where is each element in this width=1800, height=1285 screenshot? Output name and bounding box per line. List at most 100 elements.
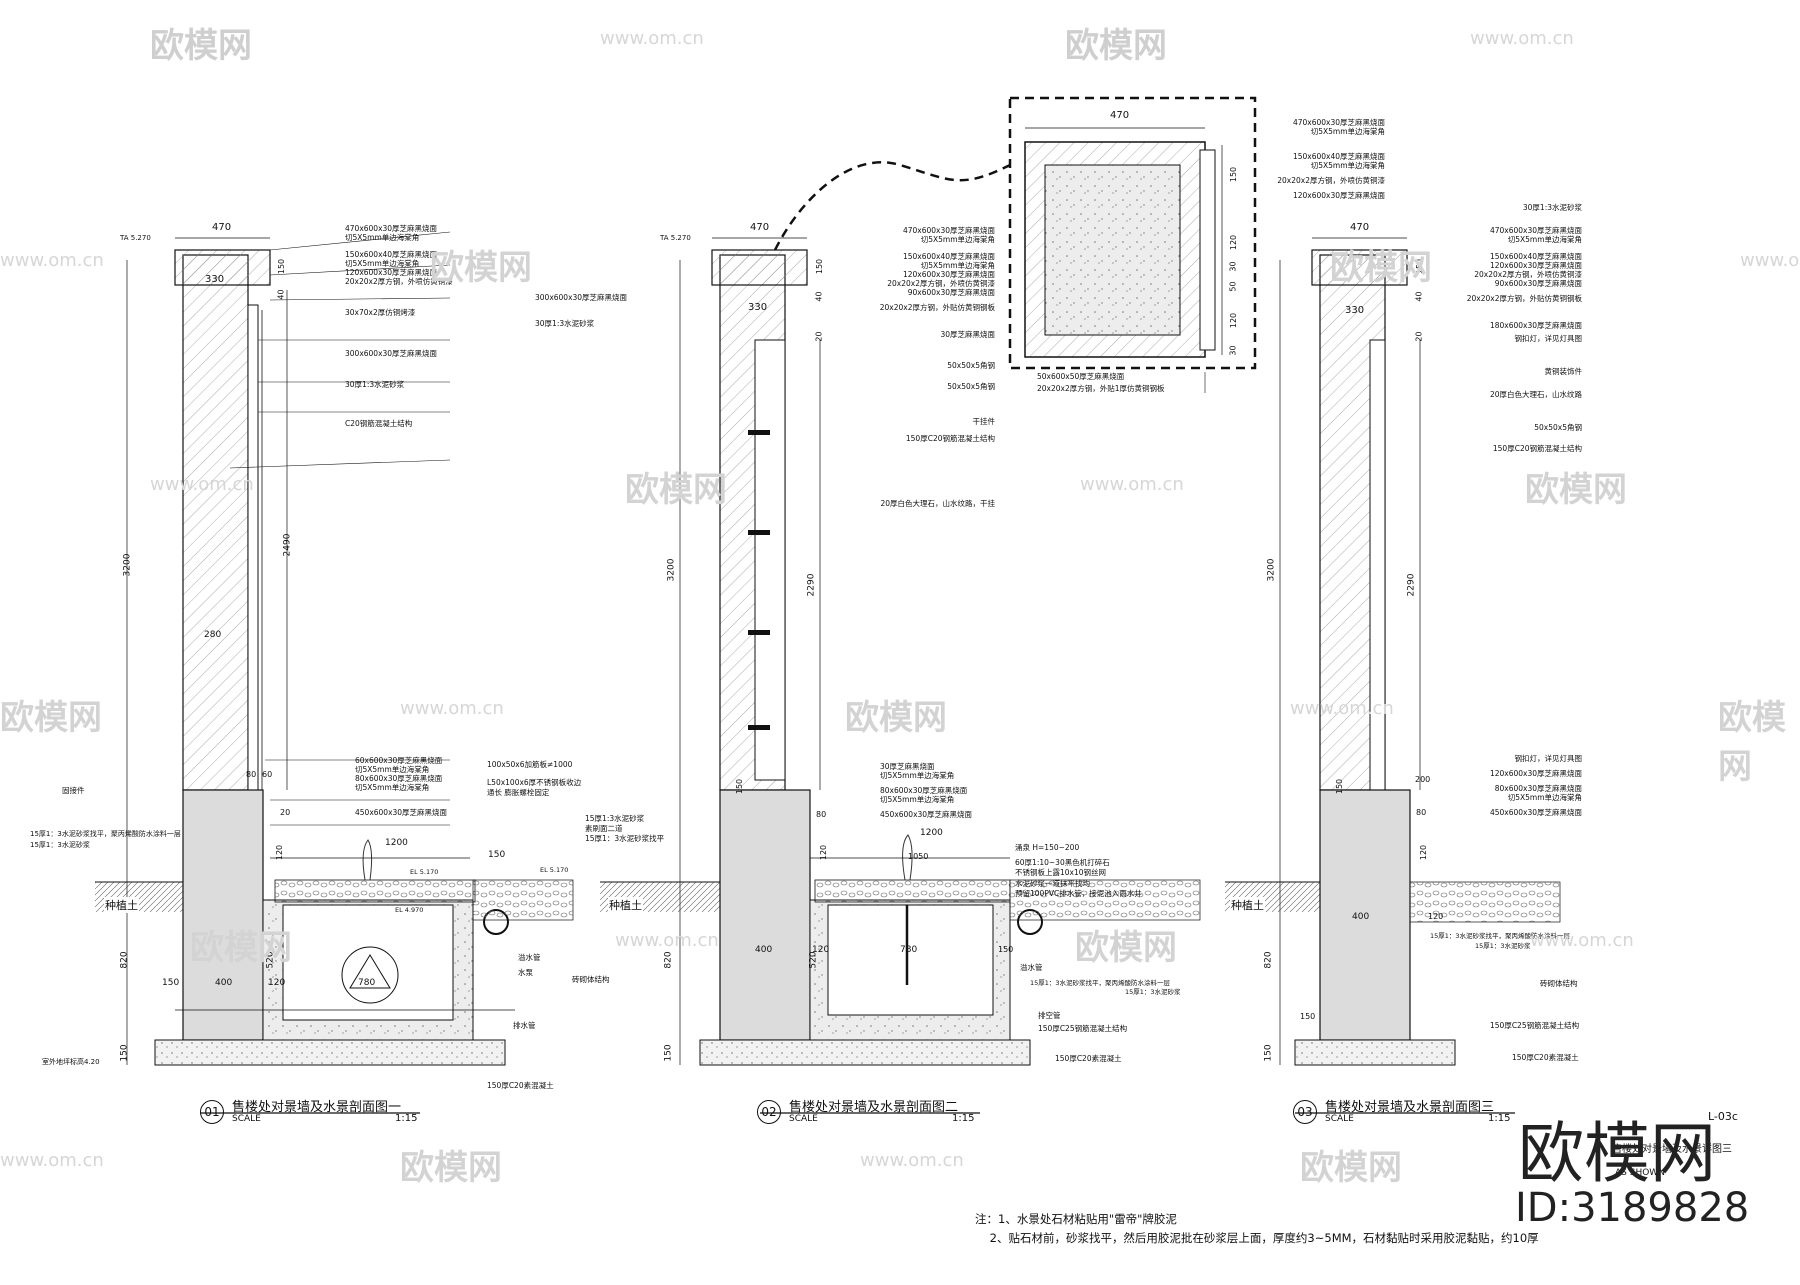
watermark-site: www.om.cn xyxy=(1470,28,1574,49)
watermark-brand-large: 欧模网 xyxy=(1518,1115,1716,1192)
callout: 80x600x30厚芝麻黑烧面 xyxy=(355,774,443,783)
dim-v120: 120 xyxy=(819,844,829,861)
callout: 90x600x30厚芝麻黑烧面 xyxy=(907,288,995,297)
detail-dim-2: 120 xyxy=(1229,234,1239,251)
dim-v150-top: 150 xyxy=(277,258,287,275)
callout: 切5X5mm单边海棠角 xyxy=(1507,793,1582,802)
callout: 切5X5mm单边海棠角 xyxy=(1310,127,1385,136)
level-mark: TA 5.270 xyxy=(120,234,151,242)
pool-water xyxy=(282,904,454,1021)
dim-base-width: 400 xyxy=(215,978,233,988)
scale-label-3: SCALE xyxy=(1325,1114,1354,1124)
callout: 80x600x30厚芝麻黑烧面 xyxy=(880,786,968,795)
callout: 120x600x30厚芝麻黑烧面 xyxy=(345,268,438,277)
dim-pool-depth: 520 xyxy=(808,951,819,969)
detail-box xyxy=(1008,96,1257,393)
wall-base xyxy=(719,789,811,1041)
callout: 150厚C20钢筋混凝土结构 xyxy=(1492,444,1582,453)
callout: 470x600x30厚芝麻黑烧面 xyxy=(902,226,995,235)
watermark-site: www.om.cn xyxy=(150,474,254,495)
section-title-1: 售楼处对景墙及水景剖面图一 xyxy=(232,1100,402,1115)
callout: 切5X5mm单边海棠角 xyxy=(920,235,995,244)
detail-bottom-callouts: 50x600x50厚芝麻黑烧面 20x20x2厚方钢，外贴1厚仿黄铜钢板 xyxy=(1037,371,1165,395)
callout: 切5X5mm单边海棠角 xyxy=(1507,235,1582,244)
label-planting-soil: 种植土 xyxy=(104,897,139,913)
callout: 300x600x30厚芝麻黑烧面 xyxy=(345,349,438,358)
callout: 120x600x30厚芝麻黑烧面 xyxy=(1292,191,1385,200)
dim-col-gap: 120 xyxy=(1428,912,1444,921)
section-number-1: 01 xyxy=(200,1100,224,1124)
wall-base xyxy=(182,789,264,1041)
watermark-brand: 欧模网 xyxy=(150,26,252,66)
dim-v150-base: 150 xyxy=(735,778,745,795)
callout: 470x600x30厚芝麻黑烧面 xyxy=(1292,118,1385,127)
dim-v150: 150 xyxy=(488,850,506,860)
callout: 450x600x30厚芝麻黑烧面 xyxy=(1489,808,1582,817)
callout-left-2: 15厚1：3水泥砂浆 xyxy=(30,841,90,849)
callout: 素刷面二道 xyxy=(585,824,623,833)
label-mortar: 15厚1：3水泥砂浆 xyxy=(1125,988,1181,996)
label-rc: 150厚C25钢筋混凝土结构 xyxy=(1038,1024,1128,1033)
leader-lines xyxy=(229,231,451,826)
wall-body xyxy=(182,254,249,791)
callout: 80x600x30厚芝麻黑烧面 xyxy=(1494,784,1582,793)
watermark-site: www.om.cn xyxy=(0,1150,104,1171)
dimension-lines xyxy=(126,237,515,1065)
footing-2 xyxy=(699,1039,1031,1066)
callout: 100x50x6加筋板≠1000 xyxy=(487,760,573,769)
callout: L50x100x6厚不锈钢板收边 xyxy=(487,778,582,787)
callout: 150x600x40厚芝麻黑烧面 xyxy=(345,250,438,259)
detail-dim-6: 30 xyxy=(1228,345,1238,356)
callout: 20x20x2厚方钢，外贴仿黄铜钢板 xyxy=(879,303,995,312)
callout: 20厚白色大理石，山水纹路 xyxy=(1489,390,1582,399)
callout: 120x600x30厚芝麻黑烧面 xyxy=(1489,769,1582,778)
watermark-brand: 欧模网 xyxy=(190,928,292,968)
section-1 xyxy=(95,231,574,1066)
wall-cap xyxy=(1311,249,1408,286)
callout: 20厚白色大理石，山水纹路，干挂 xyxy=(880,499,995,508)
callout: 15厚1:3水泥砂浆 xyxy=(585,814,645,823)
callouts-top: 30厚1:3水泥砂浆 470x600x30厚芝麻黑烧面 切5X5mm单边海棠角 … xyxy=(1450,203,1582,453)
callout: 切5X5mm单边海棠角 xyxy=(355,783,430,792)
dim-v40: 40 xyxy=(1414,291,1424,302)
callout: 切5X5mm单边海棠角 xyxy=(345,259,420,268)
fountain-jet xyxy=(362,839,373,881)
wall-cavity xyxy=(754,339,786,781)
watermark-brand: 欧模网 xyxy=(1075,928,1177,968)
callout: 150x600x40厚芝麻黑烧面 xyxy=(1292,152,1385,161)
label-planting-soil: 种植土 xyxy=(1230,897,1265,913)
dim-v40: 40 xyxy=(276,289,286,300)
label-brick: 砖砌体结构 xyxy=(572,975,610,984)
callout: 20x20x2厚方钢，外贴1厚仿黄铜钢板 xyxy=(1037,384,1165,393)
dim-pool-inner: 780 xyxy=(900,945,918,955)
callouts-bottom: 钢扣灯，详见灯具图 120x600x30厚芝麻黑烧面 80x600x30厚芝麻黑… xyxy=(1450,754,1582,817)
dim-v80: 80 xyxy=(816,810,827,819)
right-pavement xyxy=(1009,879,1201,921)
watermark-site: www.om.cn xyxy=(0,250,104,271)
detail-link-curve xyxy=(773,161,1011,251)
sheet-extra: AS SHOWN xyxy=(1615,1168,1665,1178)
watermark-brand: 欧模网 xyxy=(625,470,727,510)
callout: 涌泉 H=150~200 xyxy=(1015,843,1080,852)
dim-mid-thk: 280 xyxy=(204,630,222,640)
label-el-3: EL 5.170 xyxy=(540,866,569,874)
level-mark: TA 5.270 xyxy=(660,234,691,242)
dim-v150-base: 150 xyxy=(1335,778,1345,795)
watermark-site: www.om.cn xyxy=(1530,930,1634,951)
dim-v80: 80 xyxy=(1416,808,1427,817)
dim-footing-h: 150 xyxy=(663,1044,674,1062)
dimension-lines xyxy=(1279,237,1421,1065)
callout: 预留100PVC排水管，接泥池入雨水井 xyxy=(1015,889,1142,898)
dim-base-width: 400 xyxy=(755,945,773,955)
wall-face-stone xyxy=(247,304,259,791)
scale-ratio-2: 1:15 xyxy=(952,1113,975,1124)
dim-v80: 80 xyxy=(246,770,257,779)
dim-height-total: 3200 xyxy=(122,553,133,577)
dim-v20: 20 xyxy=(280,808,291,817)
dim-footing-h: 150 xyxy=(1263,1044,1274,1062)
detail-dim-3: 30 xyxy=(1228,261,1238,272)
watermark-brand: 欧模网 xyxy=(400,1148,502,1188)
dim-height-total: 3200 xyxy=(666,558,677,582)
dim-top-width: 470 xyxy=(750,222,770,233)
dim-1050: 1050 xyxy=(908,852,929,861)
